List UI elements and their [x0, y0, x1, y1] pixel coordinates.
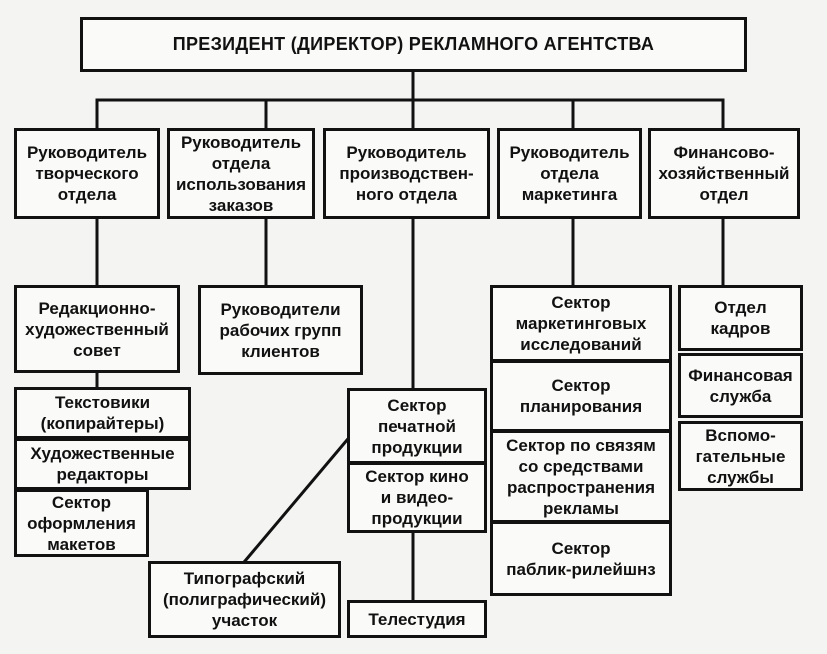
printing-site-box: Типографский (полиграфический) участок	[148, 561, 341, 638]
auxiliary-services-box: Вспомо- гательные службы	[678, 421, 803, 491]
work-groups-box: Руководители рабочих групп клиентов	[198, 285, 363, 375]
tv-studio-box: Телестудия	[347, 600, 487, 638]
media-relations-sector-box: Сектор по связям со средствами распростр…	[490, 430, 672, 523]
pr-sector-box: Сектор паблик-рилейшнз	[490, 521, 672, 596]
print-sector-box: Сектор печатной продукции	[347, 388, 487, 464]
head-production-box: Руководитель производствен- ного отдела	[323, 128, 490, 219]
planning-sector-box: Сектор планирования	[490, 360, 672, 432]
art-editors-box: Художественные редакторы	[14, 438, 191, 490]
head-marketing-box: Руководитель отдела маркетинга	[497, 128, 642, 219]
council-box: Редакционно- художественный совет	[14, 285, 180, 373]
head-finance-box: Финансово- хозяйственный отдел	[648, 128, 800, 219]
layout-sector-box: Сектор оформления макетов	[14, 489, 149, 557]
president-box: ПРЕЗИДЕНТ (ДИРЕКТОР) РЕКЛАМНОГО АГЕНТСТВ…	[80, 17, 747, 72]
head-orders-box: Руководитель отдела использования заказо…	[167, 128, 315, 219]
head-creative-box: Руководитель творческого отдела	[14, 128, 160, 219]
research-sector-box: Сектор маркетинговых исследований	[490, 285, 672, 362]
financial-service-box: Финансовая служба	[678, 353, 803, 418]
copywriters-box: Текстовики (копирайтеры)	[14, 387, 191, 439]
film-video-sector-box: Сектор кино и видео- продукции	[347, 462, 487, 533]
hr-department-box: Отдел кадров	[678, 285, 803, 351]
